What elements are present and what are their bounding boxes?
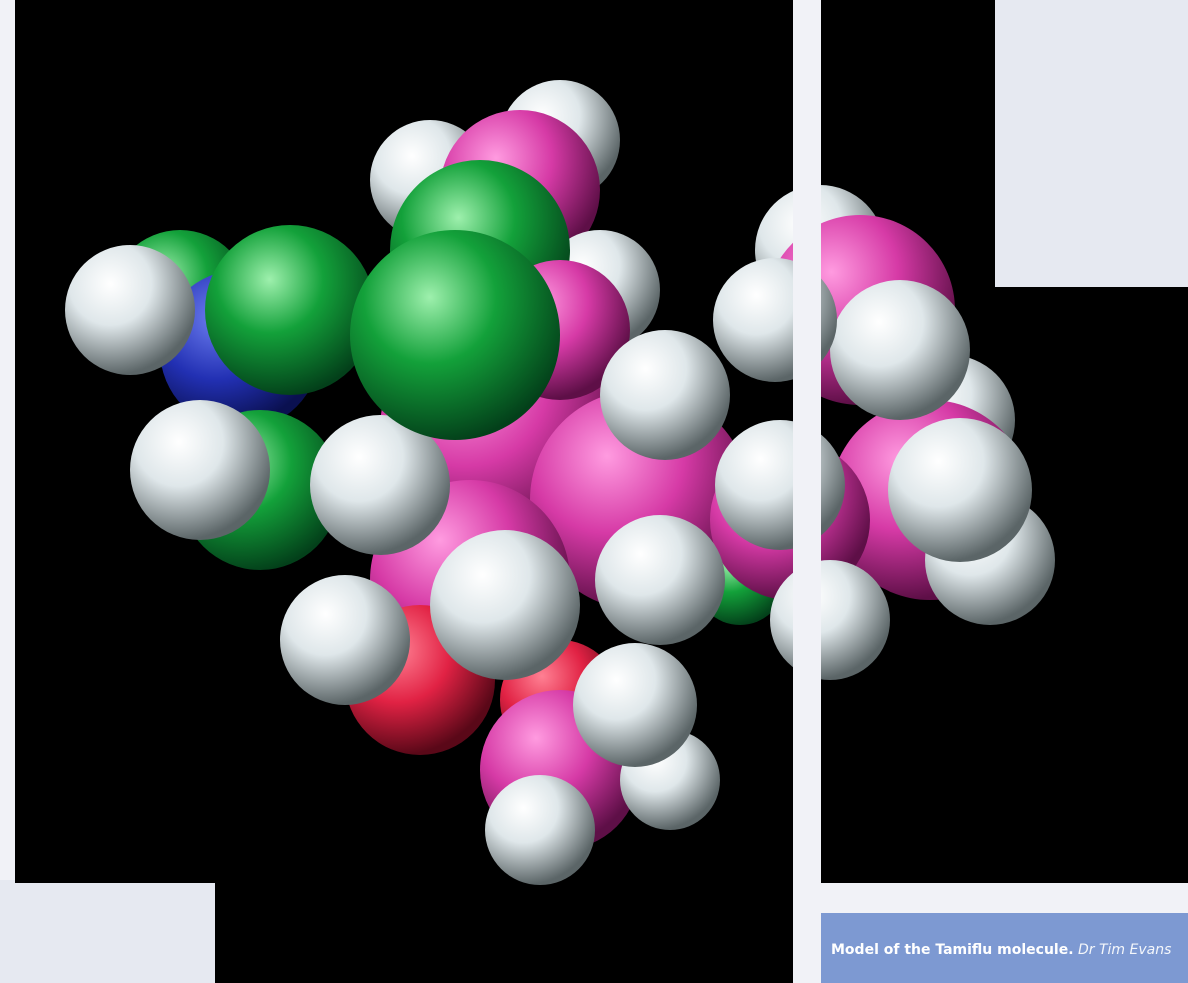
atom-hydrogen — [485, 775, 595, 885]
image-caption: Model of the Tamiflu molecule. Dr Tim Ev… — [821, 913, 1188, 983]
atom-hydrogen — [888, 418, 1032, 562]
panel-gutter — [793, 0, 821, 983]
atom-green — [350, 230, 560, 440]
atom-hydrogen — [595, 515, 725, 645]
atom-hydrogen — [830, 280, 970, 420]
atom-hydrogen — [130, 400, 270, 540]
caption-text: Model of the Tamiflu molecule. — [831, 942, 1074, 958]
atom-hydrogen — [715, 420, 845, 550]
atom-green — [205, 225, 375, 395]
atom-hydrogen — [573, 643, 697, 767]
faint-background-band — [995, 0, 1188, 287]
image-panel-bottom — [215, 883, 793, 983]
atom-hydrogen — [430, 530, 580, 680]
atom-hydrogen — [770, 560, 890, 680]
atom-hydrogen — [280, 575, 410, 705]
faint-background-band — [0, 880, 215, 983]
atom-hydrogen — [600, 330, 730, 460]
atom-hydrogen — [310, 415, 450, 555]
atom-hydrogen — [65, 245, 195, 375]
caption-line: Model of the Tamiflu molecule. Dr Tim Ev… — [831, 941, 1171, 959]
caption-credit: Dr Tim Evans — [1077, 942, 1172, 958]
